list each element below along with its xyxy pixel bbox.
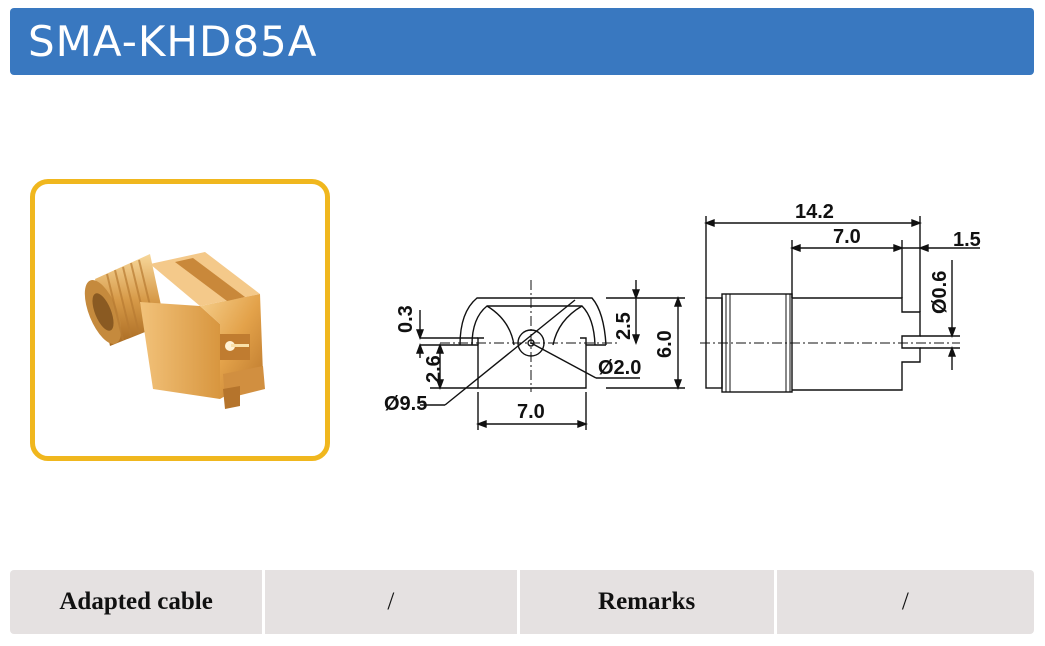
dim-7-0-side: 7.0 [833, 226, 861, 248]
technical-drawing: 0.3 2.6 Ø9.5 7.0 2.5 6.0 Ø2.0 14.2 7.0 1… [384, 201, 981, 430]
dim-2-6: 2.6 [423, 355, 445, 383]
front-view-outline [459, 297, 607, 389]
dim-0-6: Ø0.6 [929, 271, 951, 314]
adapted-cable-label: Adapted cable [10, 570, 263, 634]
dim-0-3: 0.3 [395, 305, 417, 333]
dim-2-0: Ø2.0 [598, 357, 641, 379]
dim-6-0: 6.0 [654, 330, 676, 358]
page-title: SMA-KHD85A [28, 16, 318, 66]
dim-9-5: Ø9.5 [384, 393, 427, 415]
dim-7-0-front: 7.0 [517, 401, 545, 423]
sma-connector-photo-icon [84, 252, 265, 409]
dim-14-2: 14.2 [795, 201, 834, 223]
dim-2-5: 2.5 [613, 312, 635, 340]
adapted-cable-value: / [265, 570, 517, 634]
product-photo-frame [30, 179, 330, 461]
spec-table: Adapted cable / Remarks / [10, 570, 1034, 634]
remarks-value: / [776, 570, 1034, 634]
dim-1-5: 1.5 [953, 229, 981, 251]
remarks-label: Remarks [519, 570, 774, 634]
title-bar: SMA-KHD85A [10, 8, 1034, 75]
